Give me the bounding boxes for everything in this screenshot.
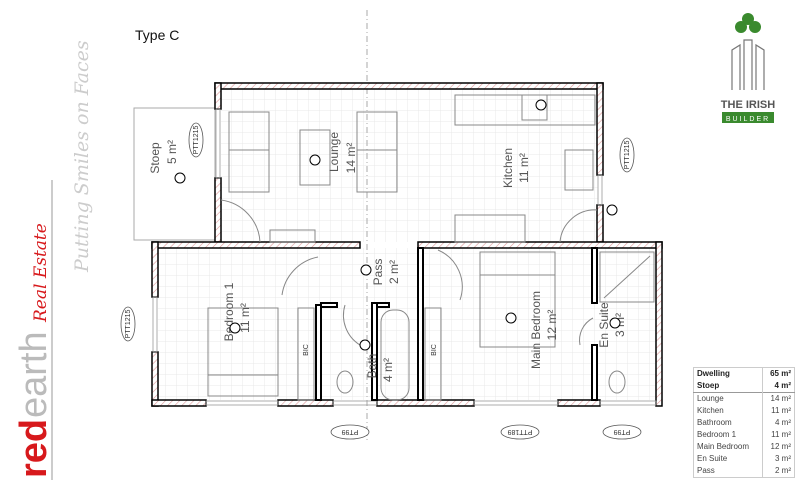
window-tag-bath: PT99 xyxy=(342,428,359,435)
row-value: 12 m² xyxy=(761,441,795,453)
row-label: Dwelling xyxy=(697,369,730,378)
row-value: 65 m² xyxy=(761,367,795,380)
row-value: 4 m² xyxy=(761,380,795,393)
window-tag-main-bedroom: PTT189 xyxy=(507,428,532,435)
table-row: Kitchen 11 m² xyxy=(694,405,795,417)
agency-subtitle: Real Estate xyxy=(31,223,51,323)
plan-title: Type C xyxy=(135,27,179,43)
interior-walls xyxy=(315,247,598,401)
bath-area-label: 4 m² xyxy=(381,358,395,382)
window-tag-stoep: PTT1215 xyxy=(193,125,200,154)
row-label: Kitchen xyxy=(697,406,724,415)
row-value: 14 m² xyxy=(761,392,795,405)
pass-label: Pass xyxy=(371,259,385,286)
table-row: Bathroom 4 m² xyxy=(694,417,795,429)
table-row: Dwelling 65 m² xyxy=(694,367,795,380)
table-row: Pass 2 m² xyxy=(694,465,795,478)
row-label: Bathroom xyxy=(697,418,732,427)
main-bedroom-area-label: 12 m² xyxy=(545,310,559,341)
row-value: 3 m² xyxy=(761,453,795,465)
agency-logo: red earth Real Estate Putting Smiles on … xyxy=(13,40,93,480)
agency-slogan: Putting Smiles on Faces xyxy=(71,40,93,273)
stoep-area xyxy=(133,107,216,241)
pass-area-label: 2 m² xyxy=(387,260,401,284)
row-value: 2 m² xyxy=(761,465,795,478)
windows xyxy=(152,108,657,406)
row-value: 11 m² xyxy=(761,405,795,417)
window-tag-kitchen: PTT1215 xyxy=(624,140,631,169)
agency-name-red: red xyxy=(13,419,55,478)
agency-name-grey: earth xyxy=(13,331,55,418)
living-floor xyxy=(221,89,598,242)
lounge-label: Lounge xyxy=(327,132,341,172)
window-tags xyxy=(120,122,642,440)
light-fixture-icons xyxy=(174,99,621,351)
kitchen-area-label: 11 m² xyxy=(517,153,531,183)
table-row: En Suite 3 m² xyxy=(694,453,795,465)
exterior-walls xyxy=(151,82,663,407)
window-tag-bedroom1: PTT1215 xyxy=(125,309,132,338)
en-suite-label: En Suite xyxy=(597,302,611,348)
bic-label-1: BIC xyxy=(303,344,310,356)
row-value: 4 m² xyxy=(761,417,795,429)
row-label: Bedroom 1 xyxy=(697,430,737,439)
row-value: 11 m² xyxy=(761,429,795,441)
stoep-label: Stoep xyxy=(148,142,162,174)
builder-name: THE IRISH xyxy=(721,99,775,111)
bic-label-2: BIC xyxy=(431,344,438,356)
table-row: Stoep 4 m² xyxy=(694,380,795,393)
window-tag-en-suite: PT99 xyxy=(614,428,631,435)
row-label: Pass xyxy=(697,466,715,475)
stoep-area-label: 5 m² xyxy=(165,140,179,164)
furniture xyxy=(207,94,655,401)
bedroom1-area-label: 11 m² xyxy=(238,303,252,333)
row-label: Main Bedroom xyxy=(697,442,750,451)
table-row: Bedroom 1 11 m² xyxy=(694,429,795,441)
main-bedroom-label: Main Bedroom xyxy=(529,291,543,369)
kitchen-label: Kitchen xyxy=(501,148,515,188)
table-row: Main Bedroom 12 m² xyxy=(694,441,795,453)
row-label: En Suite xyxy=(697,454,728,463)
bath-label: Bath xyxy=(365,354,379,379)
builder-subname: BUILDER xyxy=(726,116,770,123)
builder-logo: THE IRISH BUILDER xyxy=(721,13,775,123)
lounge-area-label: 14 m² xyxy=(344,143,358,174)
shamrock-icon xyxy=(735,13,761,33)
row-label: Stoep xyxy=(697,381,720,390)
row-label: Lounge xyxy=(693,392,763,405)
room-labels: Stoep 5 m² Lounge 14 m² Kitchen 11 m² Pa… xyxy=(148,132,627,382)
